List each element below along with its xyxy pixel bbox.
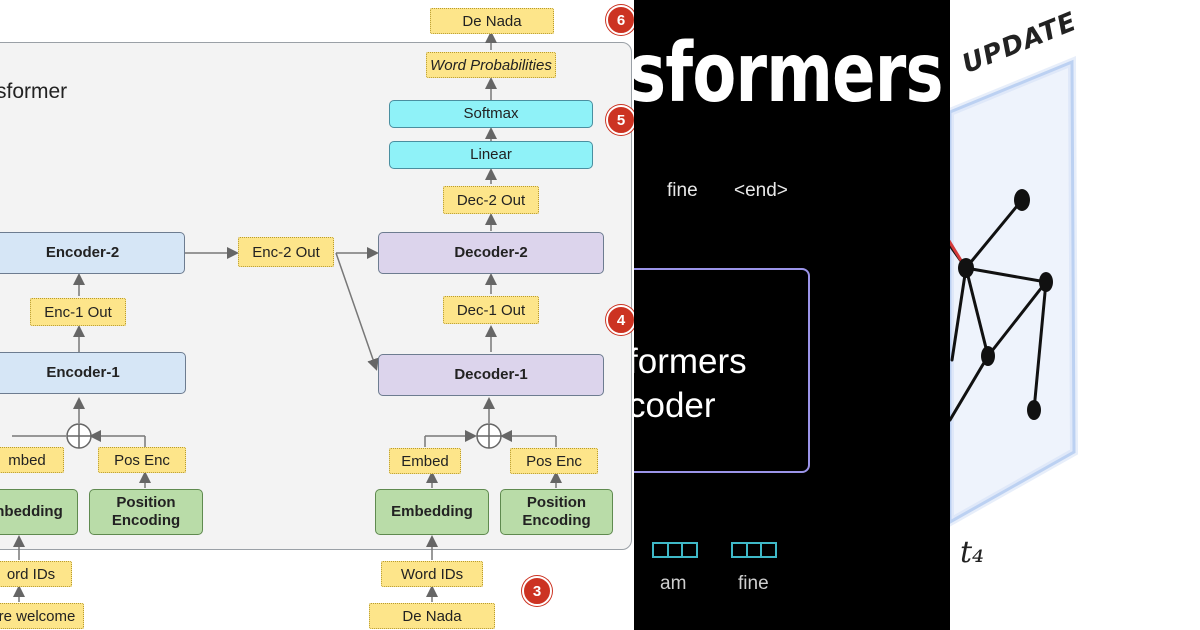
- encoder-2-block: Encoder-2: [0, 232, 185, 274]
- add-circle-left-icon: [66, 423, 92, 449]
- vector-fine-icon: [731, 542, 777, 558]
- embed-left-tag: mbed: [0, 447, 64, 473]
- slide-title: sformers: [634, 26, 944, 121]
- enc-1-out-tag: Enc-1 Out: [30, 298, 126, 326]
- vector-am-icon: [652, 542, 698, 558]
- transformer-title: sformer: [0, 80, 68, 103]
- word-ids-left-tag: ord IDs: [0, 561, 72, 587]
- graph-update-sketch-panel: UPDATE t₄: [950, 0, 1200, 630]
- enc-2-out-tag: Enc-2 Out: [238, 237, 334, 267]
- decoder-1-block: Decoder-1: [378, 354, 604, 396]
- embedding-right-block: Embedding: [375, 489, 489, 535]
- time-step-label: t₄: [960, 535, 985, 570]
- graph-sketch: [950, 56, 1079, 527]
- de-nada-output-tag: De Nada: [430, 8, 554, 34]
- input-sentence-left-tag: re welcome: [0, 603, 84, 629]
- encoder-1-block: Encoder-1: [0, 352, 186, 394]
- pos-enc-left-tag: Pos Enc: [98, 447, 186, 473]
- word-ids-right-tag: Word IDs: [381, 561, 483, 587]
- box-line-2: coder: [634, 386, 716, 425]
- de-nada-input-tag: De Nada: [369, 603, 495, 629]
- embedding-left-block: nbedding: [0, 489, 78, 535]
- step-badge-5: 5: [606, 105, 634, 135]
- word-am: am: [660, 573, 687, 594]
- word-fine-bottom: fine: [738, 573, 769, 594]
- decoder-2-block: Decoder-2: [378, 232, 604, 274]
- embed-right-tag: Embed: [389, 448, 461, 474]
- word-fine: fine: [667, 180, 698, 201]
- step-badge-3: 3: [522, 576, 552, 606]
- position-encoding-left-block: Position Encoding: [89, 489, 203, 535]
- step-badge-4: 4: [606, 305, 634, 335]
- pos-enc-right-tag: Pos Enc: [510, 448, 598, 474]
- dec-1-out-tag: Dec-1 Out: [443, 296, 539, 324]
- word-end-token: <end>: [734, 180, 788, 201]
- decoder-box-text: formers coder: [634, 340, 747, 428]
- softmax-block: Softmax: [389, 100, 593, 128]
- transformer-diagram-panel: sformer: [0, 5, 634, 629]
- connector-arrows: [12, 31, 562, 602]
- dec-2-out-tag: Dec-2 Out: [443, 186, 539, 214]
- word-probabilities-tag: Word Probabilities: [426, 52, 556, 78]
- transformers-slide-panel: sformers fine <end> formers coder am fin…: [634, 0, 950, 630]
- linear-block: Linear: [389, 141, 593, 169]
- position-encoding-right-block: Position Encoding: [500, 489, 613, 535]
- add-circle-right-icon: [476, 423, 502, 449]
- decoder-box: [634, 268, 810, 473]
- box-line-1: formers: [634, 342, 747, 381]
- step-badge-6: 6: [606, 5, 634, 35]
